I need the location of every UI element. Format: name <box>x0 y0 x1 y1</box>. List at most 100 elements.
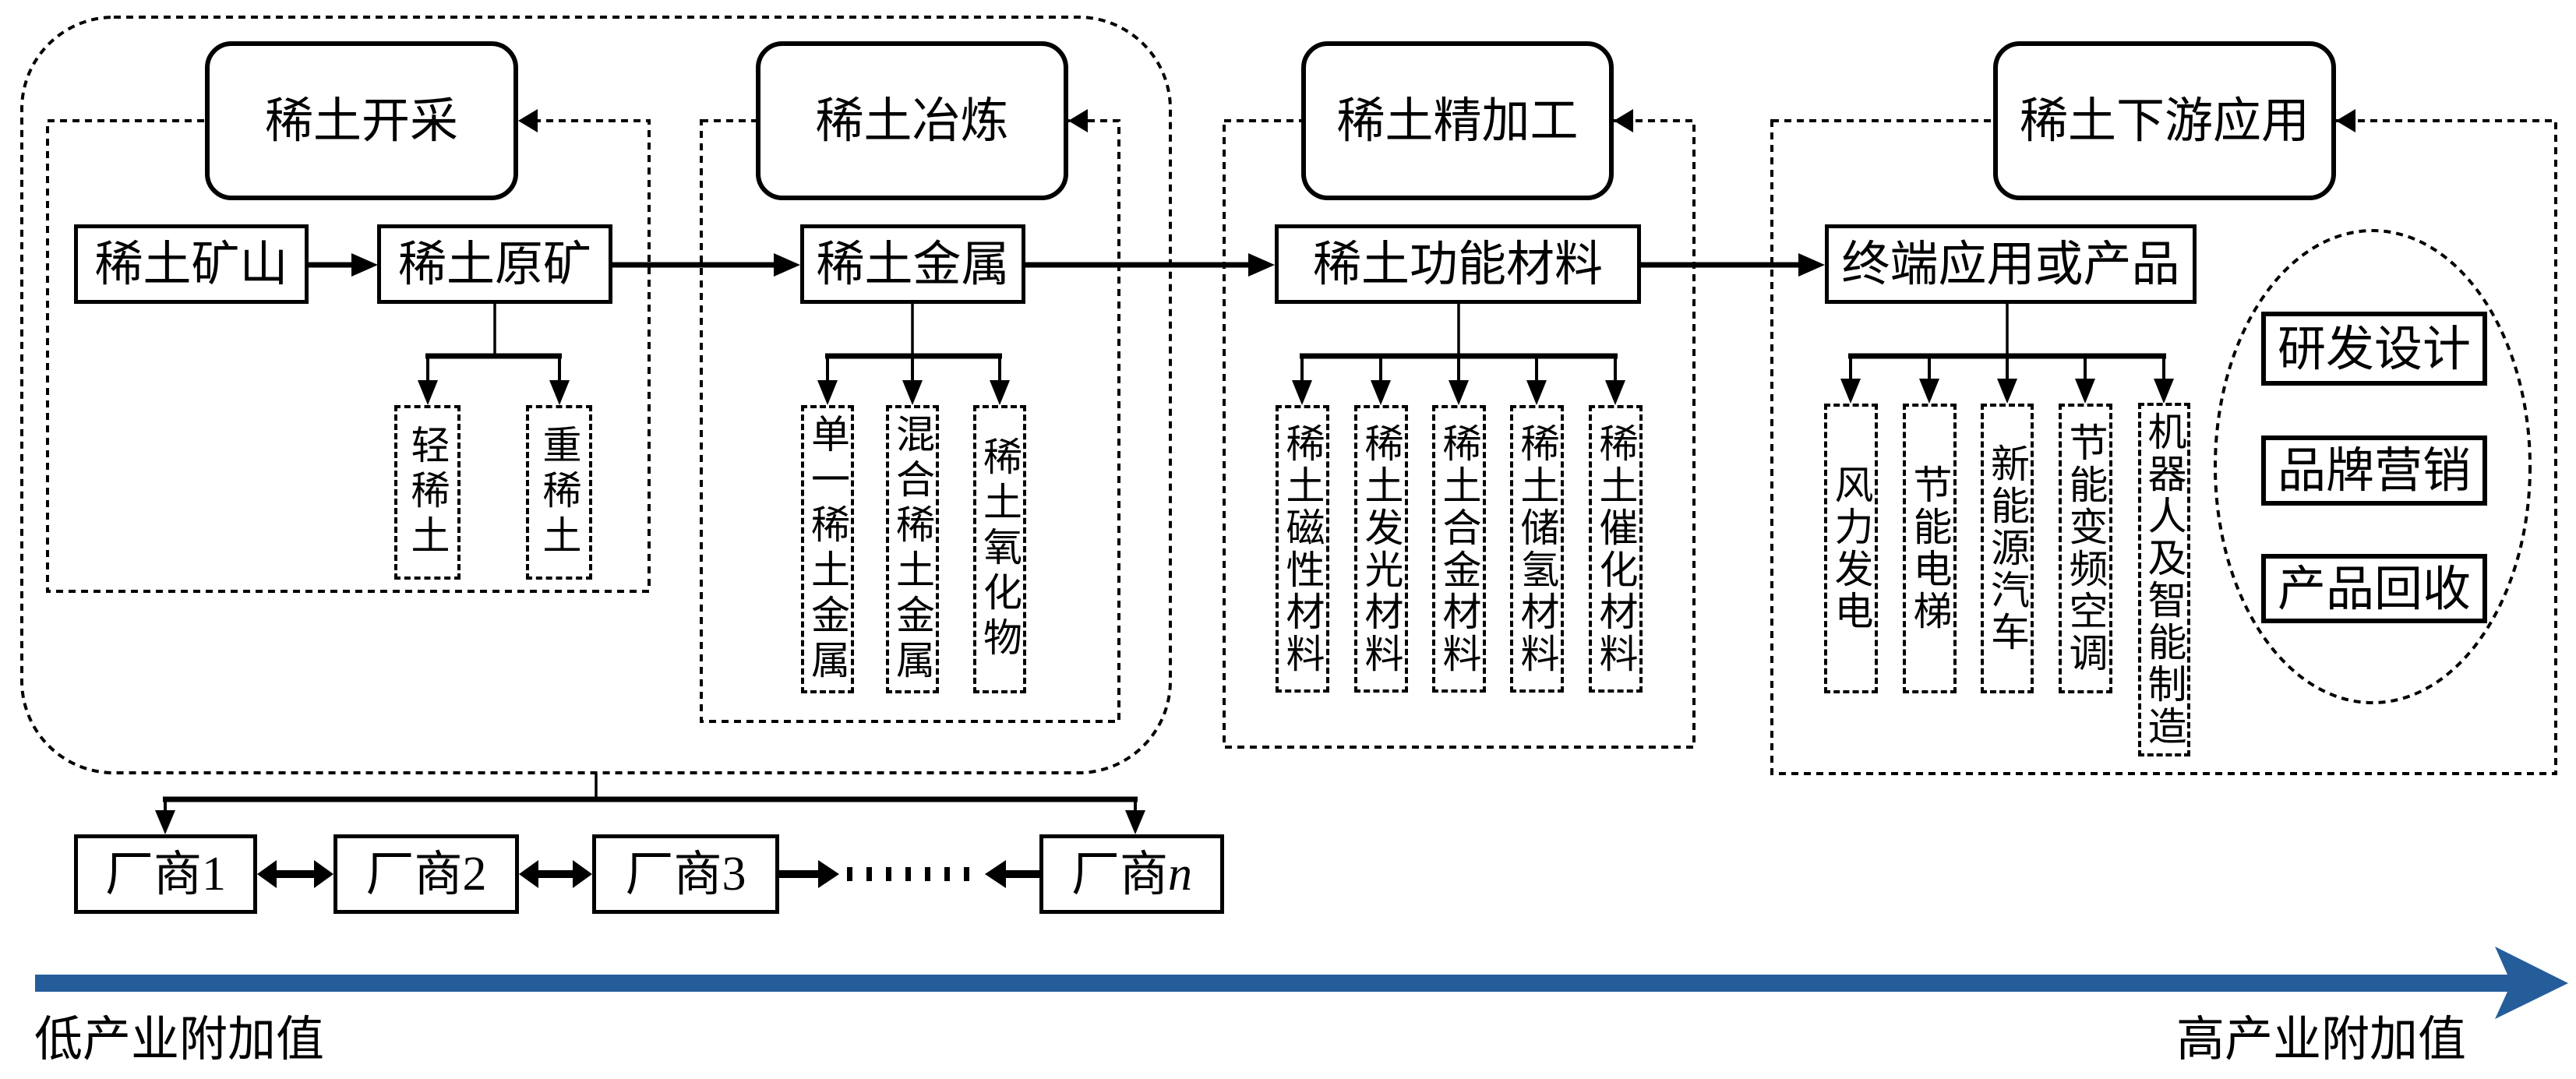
vendor-n-index: n <box>1168 848 1192 901</box>
service-rd-design: 研发设计 <box>2261 312 2487 386</box>
ore-type-light-label: 轻稀土 <box>404 425 450 560</box>
application-new-energy-vehicle: 新能源汽车 <box>1981 404 2034 693</box>
arrow-to-magnetic-material <box>1292 356 1312 405</box>
vendor-2-index: 2 <box>462 848 487 901</box>
arrow-to-heavy-rare-earth <box>549 356 570 405</box>
node-raw-ore: 稀土原矿 <box>377 224 612 304</box>
ore-type-heavy-label: 重稀土 <box>536 425 582 560</box>
arrow-to-oxide <box>990 356 1010 405</box>
support-services-boundary <box>2214 229 2532 704</box>
arrow-to-mixed-metal <box>902 356 923 405</box>
arrow-to-inverter-ac <box>2075 356 2095 404</box>
material-type-luminescent-label: 稀土发光材料 <box>1358 422 1404 675</box>
stage-header-mining: 稀土开采 <box>205 41 518 200</box>
mining-feedback-arrowhead <box>518 109 538 132</box>
node-raw-ore-label: 稀土原矿 <box>397 235 591 292</box>
node-rare-earth-mine-label: 稀土矿山 <box>94 235 288 292</box>
stage-header-processing-label: 稀土精加工 <box>1336 92 1579 149</box>
metal-type-oxide-label: 稀土氧化物 <box>977 436 1022 662</box>
arrow-to-catalytic-material <box>1605 356 1625 405</box>
branch-end-products <box>1840 304 2174 404</box>
low-value-added-label: 低产业附加值 <box>34 1010 325 1067</box>
branch-functional-materials <box>1292 304 1625 405</box>
double-arrow-vendor-2-3 <box>519 860 592 888</box>
vendor-n-prefix: 厂商 <box>1071 845 1168 902</box>
arrow-functional-materials-to-end-products <box>1641 253 1825 277</box>
application-new-energy-vehicle-label: 新能源汽车 <box>1985 443 2030 654</box>
service-brand-marketing-label: 品牌营销 <box>2277 442 2471 499</box>
application-inverter-ac: 节能变频空调 <box>2059 404 2112 693</box>
arrow-to-hydrogen-storage-material <box>1526 356 1547 405</box>
vendor-connectors <box>155 773 1145 888</box>
stage-header-mining-label: 稀土开采 <box>264 92 458 149</box>
value-added-axis-arrow <box>35 947 2568 1019</box>
application-inverter-ac-label: 节能变频空调 <box>2063 422 2108 675</box>
arrow-to-wind-power <box>1840 356 1861 404</box>
material-type-catalytic-label: 稀土催化材料 <box>1593 422 1639 675</box>
material-type-magnetic-label: 稀土磁性材料 <box>1279 422 1325 675</box>
node-end-products-label: 终端应用或产品 <box>1841 235 2180 292</box>
vendor-3-prefix: 厂商 <box>625 845 722 902</box>
material-type-alloy: 稀土合金材料 <box>1432 405 1486 693</box>
vendor-ellipsis-dots <box>847 867 969 881</box>
node-rare-earth-metal-label: 稀土金属 <box>816 235 1010 292</box>
material-type-magnetic: 稀土磁性材料 <box>1276 405 1329 693</box>
metal-type-mixed-label: 混合稀土金属 <box>890 414 935 685</box>
metal-type-single-label: 单一稀土金属 <box>805 414 850 685</box>
arrow-to-alloy-material <box>1449 356 1469 405</box>
processing-feedback-arrowhead <box>1614 109 1633 132</box>
ore-type-heavy: 重稀土 <box>526 405 592 580</box>
arrow-to-light-rare-earth <box>418 356 438 405</box>
material-type-hydrogen-storage: 稀土储氢材料 <box>1510 405 1564 693</box>
vendor-2-prefix: 厂商 <box>365 845 463 902</box>
branch-metal <box>817 304 1010 405</box>
vendor-3-index: 3 <box>722 848 746 901</box>
arrow-to-robotics <box>2154 356 2174 404</box>
smelting-feedback-arrowhead <box>1068 109 1088 132</box>
vendor-1-index: 1 <box>202 848 226 901</box>
stage-header-downstream: 稀土下游应用 <box>1993 41 2336 200</box>
node-functional-materials: 稀土功能材料 <box>1275 224 1641 304</box>
material-type-alloy-label: 稀土合金材料 <box>1436 422 1482 675</box>
stage-header-downstream-label: 稀土下游应用 <box>2019 92 2310 149</box>
high-value-added-label: 高产业附加值 <box>2176 1010 2467 1067</box>
downstream-feedback-arrowhead <box>2336 109 2355 132</box>
material-type-luminescent: 稀土发光材料 <box>1354 405 1408 693</box>
application-wind-power-label: 风力发电 <box>1828 464 1874 633</box>
arrow-to-single-metal <box>817 356 838 405</box>
vendor-1-prefix: 厂商 <box>104 845 202 902</box>
service-product-recycling: 产品回收 <box>2261 554 2487 623</box>
arrow-vendor-n-backward <box>985 860 1039 888</box>
node-functional-materials-label: 稀土功能材料 <box>1312 235 1603 292</box>
material-type-hydrogen-storage-label: 稀土储氢材料 <box>1514 422 1560 675</box>
service-rd-design-label: 研发设计 <box>2277 319 2471 377</box>
application-robotics: 机器人及智能制造 <box>2138 403 2190 756</box>
material-type-catalytic: 稀土催化材料 <box>1589 405 1643 693</box>
node-rare-earth-mine: 稀土矿山 <box>74 224 309 304</box>
smelting-stage-boundary <box>700 119 1120 723</box>
arrow-metal-to-functional-materials <box>1025 253 1275 277</box>
application-robotics-label: 机器人及智能制造 <box>2141 411 2187 748</box>
stage-header-smelting-label: 稀土冶炼 <box>815 92 1009 149</box>
application-energy-saving-elevator: 节能电梯 <box>1903 404 1957 693</box>
arrow-to-new-energy-vehicle <box>1997 356 2017 404</box>
stage-header-processing: 稀土精加工 <box>1301 41 1614 200</box>
branch-raw-ore <box>418 304 570 405</box>
metal-type-single: 单一稀土金属 <box>801 405 854 693</box>
arrow-raw-ore-to-metal <box>612 253 800 277</box>
arrow-mine-to-raw-ore <box>309 253 378 277</box>
arrow-to-energy-saving-elevator <box>1919 356 1939 404</box>
service-brand-marketing: 品牌营销 <box>2261 435 2487 506</box>
application-wind-power: 风力发电 <box>1824 404 1878 693</box>
stage-header-smelting: 稀土冶炼 <box>756 41 1068 200</box>
arrow-to-luminescent-material <box>1371 356 1391 405</box>
application-energy-saving-elevator-label: 节能电梯 <box>1907 464 1953 633</box>
metal-type-mixed: 混合稀土金属 <box>886 405 939 693</box>
ore-type-light: 轻稀土 <box>394 405 461 580</box>
